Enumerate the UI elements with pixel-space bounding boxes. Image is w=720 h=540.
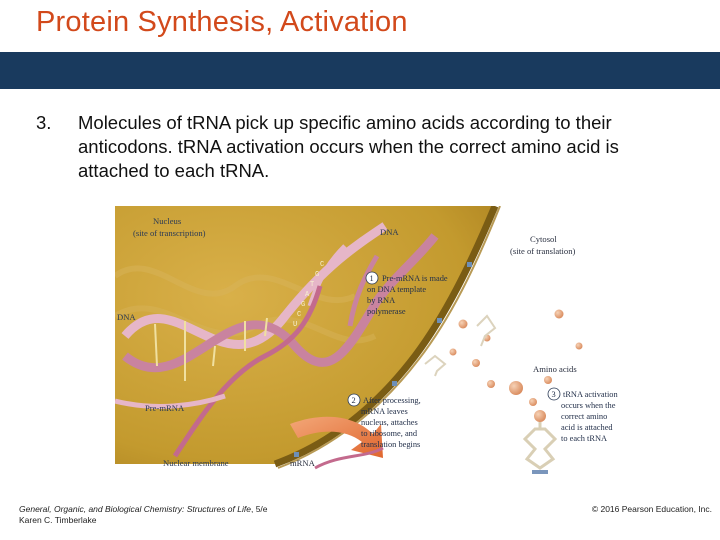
svg-text:acid is attached: acid is attached bbox=[561, 423, 613, 432]
svg-text:1: 1 bbox=[370, 274, 374, 283]
footer-copyright: © 2016 Pearson Education, Inc. bbox=[591, 504, 712, 514]
nucleus-label: Nucleus bbox=[153, 216, 182, 226]
cytosol-label: Cytosol bbox=[530, 234, 557, 244]
svg-text:polymerase: polymerase bbox=[367, 307, 406, 316]
svg-text:3: 3 bbox=[552, 390, 556, 399]
svg-text:T: T bbox=[310, 281, 314, 289]
nuclear-membrane bbox=[273, 206, 499, 468]
svg-text:U: U bbox=[293, 321, 297, 329]
svg-text:tRNA activation: tRNA activation bbox=[563, 390, 618, 399]
nucleus-site-label: (site of transcription) bbox=[133, 228, 206, 238]
step-2-callout: 2 After processing, mRNA leaves nucleus,… bbox=[347, 393, 421, 449]
free-trna bbox=[424, 314, 497, 377]
svg-text:2: 2 bbox=[352, 396, 356, 405]
mrna-strand bbox=[314, 446, 384, 470]
footer-citation: General, Organic, and Biological Chemist… bbox=[19, 504, 268, 526]
pre-mrna-label: Pre-mRNA bbox=[145, 403, 185, 413]
svg-text:nucleus, attaches: nucleus, attaches bbox=[361, 418, 418, 427]
svg-text:to ribosome, and: to ribosome, and bbox=[361, 429, 418, 438]
footer-book-title: General, Organic, and Biological Chemist… bbox=[19, 504, 251, 514]
bullet-number: 3. bbox=[36, 112, 52, 133]
cytosol-site-label: (site of translation) bbox=[510, 246, 576, 256]
svg-text:mRNA leaves: mRNA leaves bbox=[361, 407, 408, 416]
svg-text:translation begins: translation begins bbox=[361, 440, 420, 449]
svg-text:Pre-mRNA is made: Pre-mRNA is made bbox=[382, 274, 448, 283]
dna-left-label: DNA bbox=[117, 312, 136, 322]
svg-text:on DNA template: on DNA template bbox=[367, 285, 426, 294]
figure-illustration: UCG ATG C bbox=[115, 206, 618, 474]
dna-double-helix: UCG ATG C bbox=[115, 222, 439, 458]
dna-top-label: DNA bbox=[380, 227, 399, 237]
svg-text:C: C bbox=[320, 261, 324, 269]
amino-acids-label: Amino acids bbox=[533, 364, 577, 374]
step-3-callout: 3 tRNA activation occurs when the correc… bbox=[547, 387, 618, 443]
svg-text:G: G bbox=[315, 271, 319, 279]
bullet-text: Molecules of tRNA pick up specific amino… bbox=[78, 112, 619, 181]
mrna-export-arrow bbox=[290, 416, 383, 458]
step-1-callout: 1 Pre-mRNA is made on DNA template by RN… bbox=[365, 271, 448, 316]
svg-text:by RNA: by RNA bbox=[367, 296, 395, 305]
svg-text:C: C bbox=[297, 311, 301, 319]
title-bar bbox=[0, 52, 720, 89]
svg-text:After processing,: After processing, bbox=[363, 396, 421, 405]
footer-edition: , 5/e bbox=[250, 504, 268, 514]
slide-title: Protein Synthesis, Activation bbox=[36, 6, 408, 38]
svg-text:correct amino: correct amino bbox=[561, 412, 607, 421]
nuclear-membrane-label: Nuclear membrane bbox=[163, 458, 229, 468]
activated-trna bbox=[522, 410, 558, 474]
svg-text:occurs when the: occurs when the bbox=[561, 401, 616, 410]
footer-author: Karen C. Timberlake bbox=[19, 515, 97, 525]
svg-text:to each tRNA: to each tRNA bbox=[561, 434, 607, 443]
svg-text:G: G bbox=[301, 301, 305, 309]
mrna-label: mRNA bbox=[290, 458, 316, 468]
svg-text:A: A bbox=[305, 291, 310, 299]
amino-acids bbox=[449, 309, 583, 406]
